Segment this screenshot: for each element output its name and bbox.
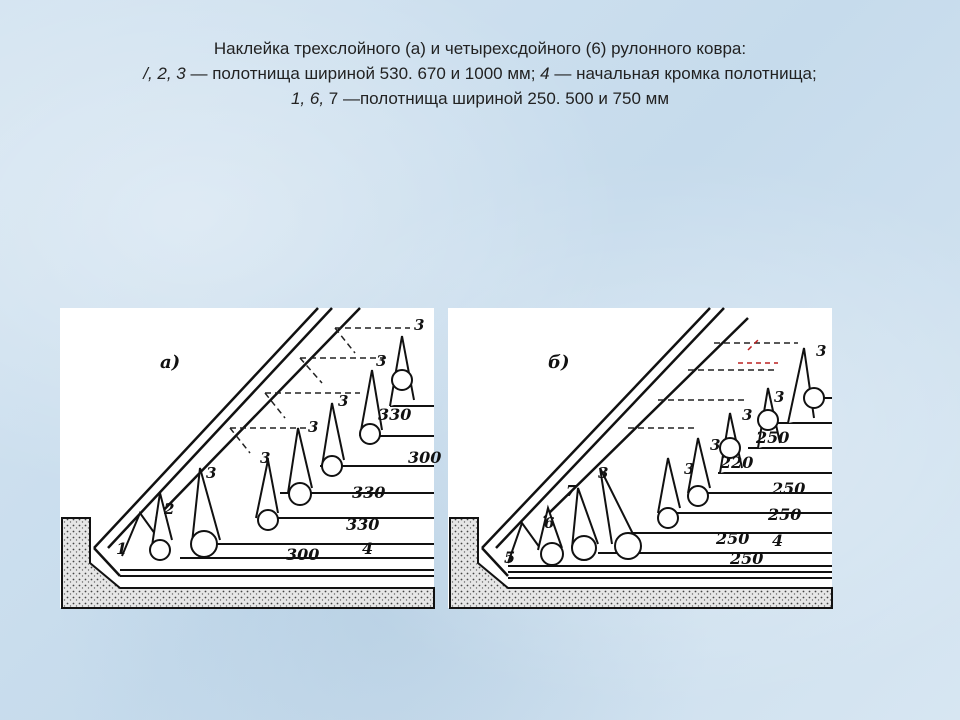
caption-item-7: 7 — [324, 89, 339, 108]
roll-label: 3 — [414, 316, 424, 334]
diag-line — [481, 307, 711, 549]
roll-label: 1 — [116, 539, 127, 558]
caption-items-1-6: 1, 6, — [290, 89, 325, 108]
roll-label: 6 — [544, 514, 555, 532]
dashed-lines — [628, 342, 798, 429]
roll-cone — [321, 402, 345, 467]
diagram-a: а) 1 2 3 3 3 3 3 3 330 300 330 330 300 4 — [61, 307, 441, 609]
roll-cone — [255, 459, 279, 519]
edge-label: 4 — [362, 539, 373, 558]
roll-label: 3 — [684, 460, 694, 478]
caption-widths-1: — полотнища шириной 530. 670 и 1000 мм; — [185, 64, 541, 83]
roll-label: 3 — [376, 352, 386, 370]
roll — [657, 507, 679, 529]
caption-item-4: 4 — [540, 64, 550, 83]
diagram-a-tag: а) — [160, 352, 180, 373]
roll-cone — [121, 510, 159, 557]
dimension-label: 250 — [755, 428, 789, 447]
roll-label: 3 — [260, 449, 270, 467]
roll-cone — [537, 504, 563, 551]
dimension-label: 330 — [352, 483, 385, 502]
caption-widths-2: —полотнища шириной 250. 500 и 750 мм — [338, 89, 670, 108]
diagram-b-tag: б) — [548, 352, 570, 373]
roll-label: 3 — [774, 388, 784, 406]
roll — [149, 539, 171, 561]
roll — [540, 542, 564, 566]
diagram-a-panel: а) 1 2 3 3 3 3 3 3 330 300 330 330 300 4 — [60, 307, 441, 609]
roll-label: 3 — [742, 406, 752, 424]
edge-label: 4 — [772, 531, 783, 550]
roll — [757, 409, 779, 431]
roll-cone — [571, 487, 599, 549]
roll — [571, 535, 597, 561]
caption-line-3: 1, 6, 7 —полотнища шириной 250. 500 и 75… — [100, 86, 860, 111]
dimension-label: 250 — [729, 549, 763, 568]
diag-line — [543, 317, 749, 519]
roll — [803, 387, 825, 409]
roll-label: 2 — [163, 500, 174, 518]
diag-line — [155, 307, 361, 519]
caption-line-1: Наклейка трехслойного (а) и четырехсдойн… — [213, 39, 747, 58]
roll-cone — [191, 467, 221, 544]
base-structure — [449, 517, 833, 609]
roll-label: 7 — [566, 482, 577, 500]
caption-items-1-3: /, 2, 3 — [143, 64, 186, 83]
roll-label: 3 — [710, 436, 720, 454]
roll — [359, 423, 381, 445]
roll-label: 3 — [598, 464, 608, 482]
diag-line — [93, 307, 319, 549]
dimension-label: 300 — [286, 545, 319, 564]
roll — [321, 455, 343, 477]
roll — [687, 485, 709, 507]
roll-cone — [787, 347, 815, 424]
dimension-label: 220 — [719, 453, 753, 472]
caption-edge-text: — начальная кромка полотнища; — [549, 64, 817, 83]
diagram-b-panel: б) 5 6 7 3 3 3 3 3 3 250 220 250 250 250… — [448, 307, 833, 609]
roll — [190, 530, 218, 558]
roll-cone — [287, 427, 313, 494]
roll-cone — [507, 520, 541, 564]
dashed-lines — [230, 327, 410, 429]
roll — [391, 369, 413, 391]
roll-cone — [687, 437, 711, 494]
dimension-label: 250 — [771, 479, 805, 498]
roll — [257, 509, 279, 531]
roll-cone — [599, 467, 637, 545]
dimension-label: 330 — [378, 405, 411, 424]
roll — [719, 437, 741, 459]
roll-cone — [657, 457, 681, 514]
diag-line — [495, 307, 725, 549]
roll-cone — [359, 369, 383, 437]
roll-label: 3 — [308, 418, 318, 436]
caption-line-2: /, 2, 3 — полотнища шириной 530. 670 и 1… — [100, 61, 860, 86]
dimension-label: 300 — [408, 448, 441, 467]
roll-label: 3 — [338, 392, 348, 410]
diag-line — [107, 307, 333, 549]
diagram-b: б) 5 6 7 3 3 3 3 3 3 250 220 250 250 250… — [449, 307, 833, 609]
dimension-label: 250 — [715, 529, 749, 548]
roll-label: 3 — [206, 464, 216, 482]
dimension-label: 250 — [767, 505, 801, 524]
figure-caption: Наклейка трехслойного (а) и четырехсдойн… — [100, 36, 860, 111]
red-dashed-lines — [738, 339, 778, 364]
base-structure — [61, 517, 435, 609]
dimension-label: 330 — [346, 515, 379, 534]
roll — [614, 532, 642, 560]
roll — [288, 482, 312, 506]
roll-label: 3 — [816, 342, 826, 360]
roll-cone — [151, 492, 173, 547]
roll-label: 5 — [504, 548, 515, 567]
diag-line — [93, 547, 121, 577]
diag-line — [481, 547, 509, 577]
